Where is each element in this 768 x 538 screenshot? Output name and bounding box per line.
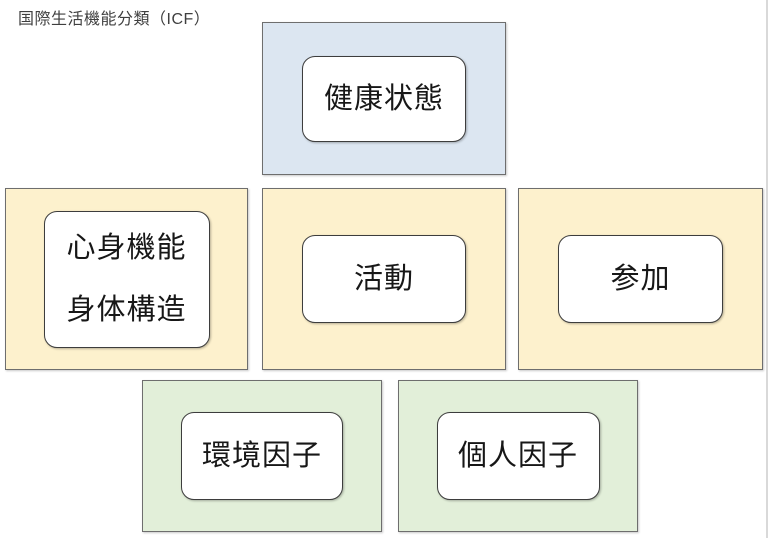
body-function-label-line1: 心身機能 (66, 232, 187, 264)
activity-label: 活動 (353, 263, 414, 295)
health-condition-box: 健康状態 (262, 22, 506, 175)
participation-label-box: 参加 (558, 235, 723, 323)
page-right-edge-line (766, 0, 768, 538)
page-title: 国際生活機能分類（ICF） (18, 11, 211, 28)
environment-factor-box: 環境因子 (142, 380, 382, 532)
body-function-structure-label-box: 心身機能 身体構造 (43, 210, 210, 348)
personal-factor-label-box: 個人因子 (436, 412, 600, 500)
health-condition-label: 健康状態 (323, 82, 444, 115)
activity-label-box: 活動 (302, 235, 466, 323)
participation-box: 参加 (518, 188, 763, 370)
body-function-structure-box: 心身機能 身体構造 (5, 188, 248, 370)
environment-factor-label-box: 環境因子 (181, 412, 343, 500)
body-structure-label-line2: 身体構造 (66, 294, 187, 326)
activity-box: 活動 (262, 188, 506, 370)
personal-factor-box: 個人因子 (398, 380, 638, 532)
personal-factor-label: 個人因子 (457, 440, 578, 472)
participation-label: 参加 (610, 263, 671, 295)
health-condition-label-box: 健康状態 (302, 55, 466, 142)
environment-factor-label: 環境因子 (201, 440, 322, 472)
